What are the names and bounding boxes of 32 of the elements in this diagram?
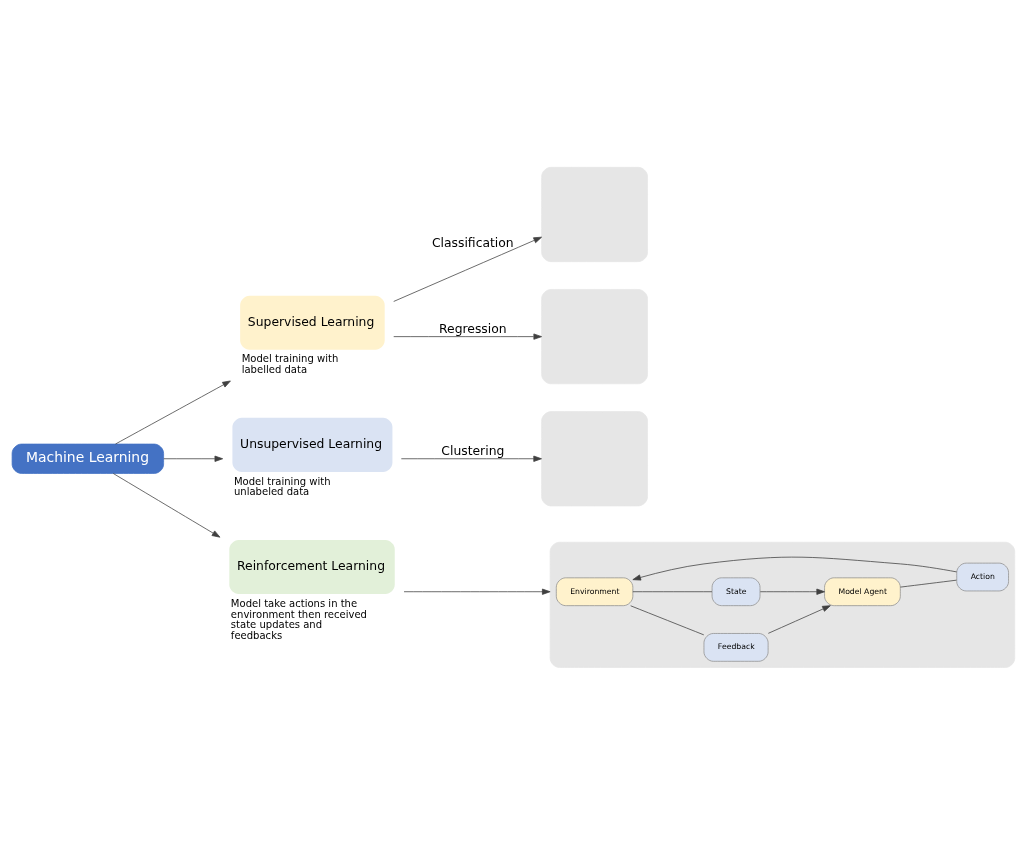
node-label: Model training with labelled data	[241, 353, 338, 376]
connector	[629, 605, 704, 636]
arrow	[162, 455, 223, 462]
arrow	[114, 380, 231, 445]
node-label: Model take actions in the environment then received state updates and feedbacks	[230, 597, 367, 642]
edge-label: Clustering	[440, 443, 504, 458]
node-box: Action	[955, 562, 1009, 592]
node-box: State	[711, 577, 760, 607]
arrow	[759, 588, 825, 595]
arrow	[403, 588, 550, 595]
edge-label: Classification	[431, 235, 514, 250]
node-box	[540, 289, 648, 385]
node-box	[540, 411, 648, 507]
node-box: Feedback	[703, 633, 768, 662]
node-box: Reinforcement Learning	[228, 539, 395, 595]
node-label: Model training with unlabeled data	[233, 475, 331, 498]
node-box: Supervised Learning	[239, 295, 385, 350]
edge-label: Regression	[438, 321, 507, 336]
node-box: Environment	[555, 577, 633, 607]
arrow	[392, 333, 542, 340]
cluster	[549, 541, 1015, 668]
connector	[899, 579, 957, 588]
arrow	[392, 236, 542, 302]
node-box	[540, 166, 648, 263]
connector	[631, 591, 712, 593]
arrow	[400, 455, 542, 462]
arrow	[112, 473, 220, 538]
node-box: Machine Learning	[11, 443, 164, 474]
node-box: Model Agent	[823, 577, 901, 607]
arrow	[631, 556, 957, 581]
arrow	[767, 605, 831, 634]
node-box: Unsupervised Learning	[231, 417, 392, 472]
